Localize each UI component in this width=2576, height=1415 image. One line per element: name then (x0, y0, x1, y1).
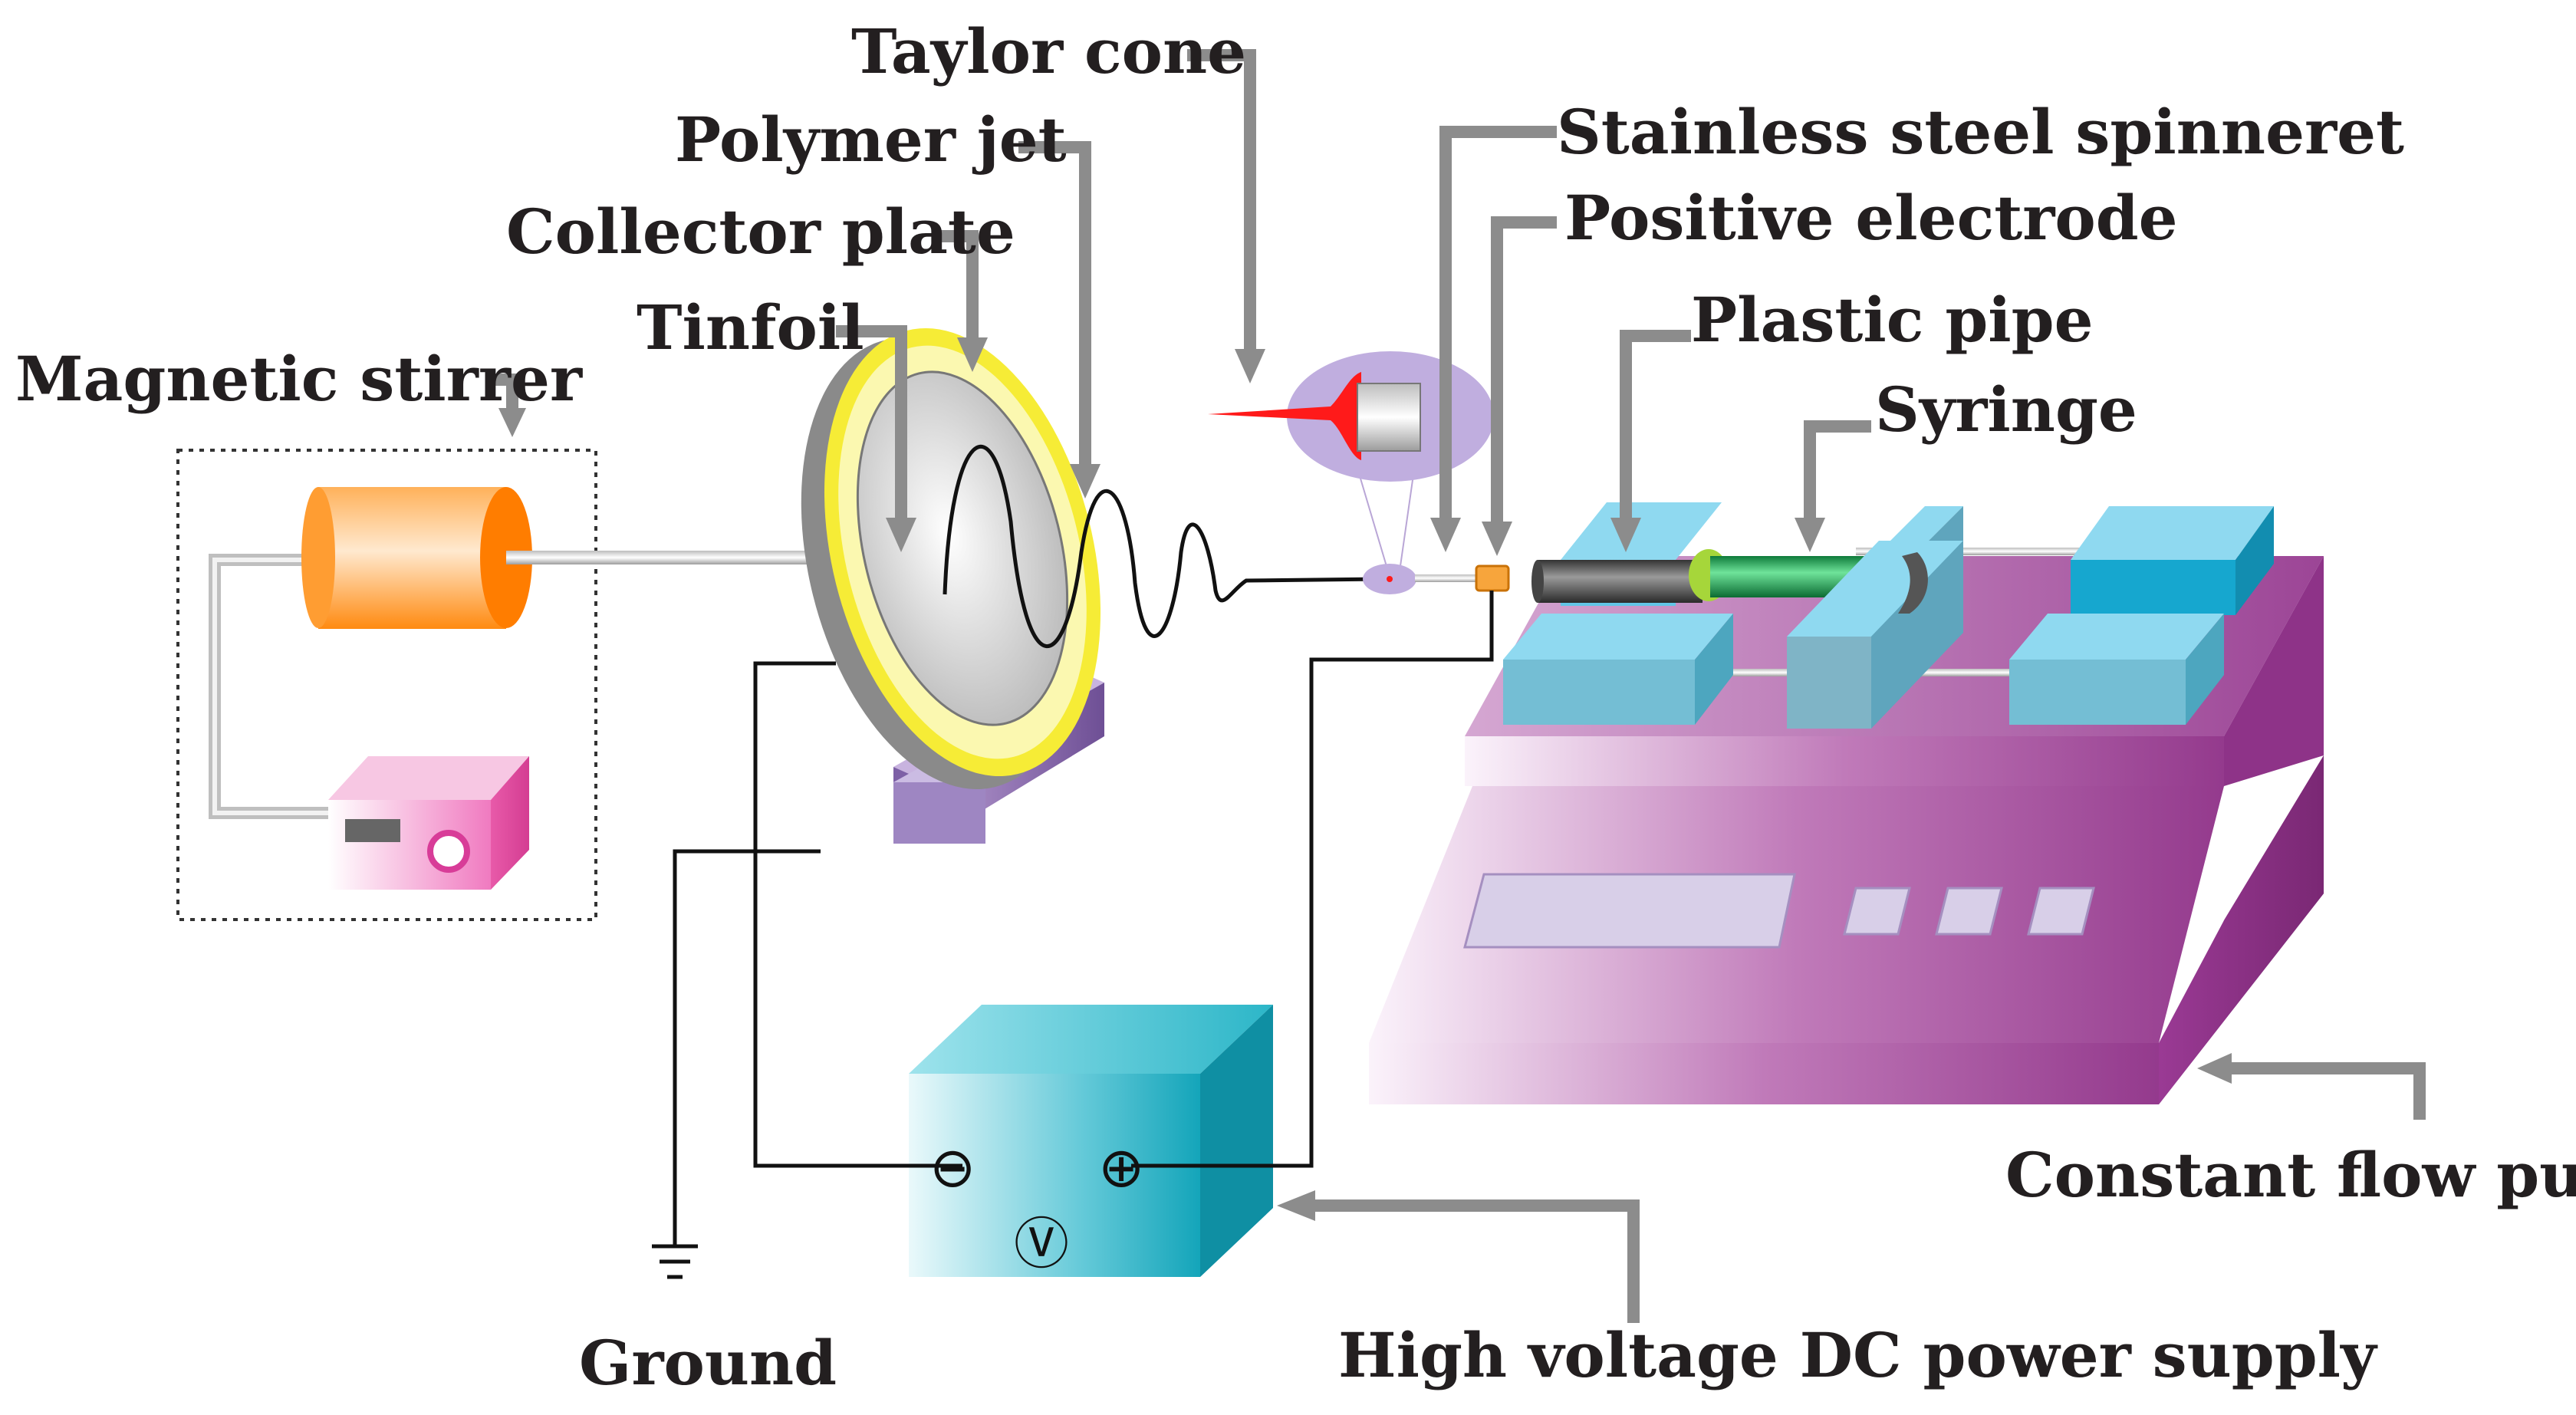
positive-electrode-ring (1475, 564, 1510, 592)
pump-button-1 (1843, 887, 1911, 936)
label-high-voltage-dc-power-supply: High voltage DC power supply (1338, 1319, 2378, 1391)
voltmeter-icon: Ⓥ (1014, 1212, 1069, 1276)
stirrer-cylinder (318, 487, 506, 629)
syringe-plunger-face (1898, 552, 1928, 614)
label-stainless-steel-spinneret: Stainless steel spinneret (1557, 96, 2404, 168)
stirrer-display (345, 819, 400, 842)
stirrer-knob (427, 830, 470, 873)
label-syringe: Syringe (1875, 373, 2137, 446)
label-positive-electrode: Positive electrode (1564, 182, 2178, 254)
callout-arrows (487, 49, 2426, 1323)
circuit-wires (652, 591, 1494, 1279)
label-magnetic-stirrer: Magnetic stirrer (15, 343, 583, 415)
pump-upper-front (1465, 736, 2224, 786)
pump-button-2 (1935, 887, 2003, 936)
magnetic-stirrer-group (176, 449, 597, 921)
taylor-cone-needle (1357, 383, 1421, 452)
spinneret-needle (1415, 574, 1476, 582)
label-polymer-jet: Polymer jet (675, 104, 1067, 176)
negative-terminal-icon: ⊖ (929, 1135, 975, 1199)
pump-display (1463, 873, 1796, 949)
taylor-cone-shape (1208, 372, 1361, 460)
collector-shaft (506, 551, 828, 564)
label-tinfoil: Tinfoil (637, 291, 864, 364)
high-voltage-supply (909, 1005, 1273, 1277)
pump-button-3 (2027, 887, 2095, 936)
constant-flow-pump (1369, 502, 2324, 1104)
label-ground: Ground (579, 1327, 837, 1399)
positive-terminal-icon: ⊕ (1098, 1135, 1144, 1199)
stirrer-dotted-box (176, 449, 597, 921)
pump-rail-upper (1856, 548, 2086, 555)
tinfoil-disc (856, 370, 1069, 726)
pump-control-panel (1369, 786, 2224, 1043)
label-constant-flow-pump: Constant flow pump (2005, 1139, 2576, 1211)
supply-front (909, 1074, 1200, 1277)
pump-base-front (1369, 1043, 2159, 1104)
label-collector-plate: Collector plate (506, 196, 1015, 268)
label-plastic-pipe: Plastic pipe (1691, 284, 2094, 356)
plastic-pipe (1538, 560, 1703, 603)
pump-block-right-back (2071, 560, 2235, 615)
label-taylor-cone: Taylor cone (851, 15, 1246, 87)
polymer-jet (943, 444, 1381, 649)
